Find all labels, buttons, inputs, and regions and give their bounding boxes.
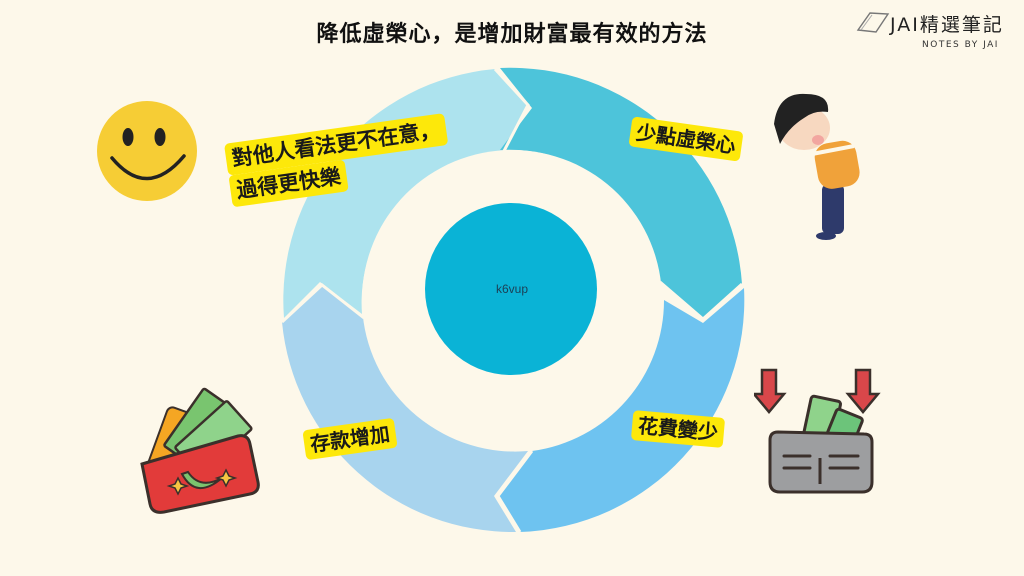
- segment-top-left: [283, 69, 528, 318]
- red-wallet-cash-icon: [140, 387, 260, 514]
- logo-brand: JAI精選筆記: [890, 14, 1004, 36]
- notebook-icon: [856, 12, 890, 33]
- logo-subtitle: NOTES BY JAI: [922, 40, 999, 50]
- bowing-boy-icon: [774, 93, 860, 240]
- segment-bottom-right: [498, 288, 745, 532]
- segment-top-right: [500, 67, 742, 319]
- center-label: k6vup: [495, 282, 529, 296]
- segment-bottom-left: [282, 285, 528, 533]
- center-circle: [425, 203, 597, 375]
- wallet-down-arrows-icon: [754, 368, 881, 494]
- page-title: 降低虛榮心，是增加財富最有效的方法: [316, 22, 708, 47]
- smiley-face-icon: [97, 101, 197, 201]
- logo: JAI精選筆記 NOTES BY JAI: [856, 8, 1022, 56]
